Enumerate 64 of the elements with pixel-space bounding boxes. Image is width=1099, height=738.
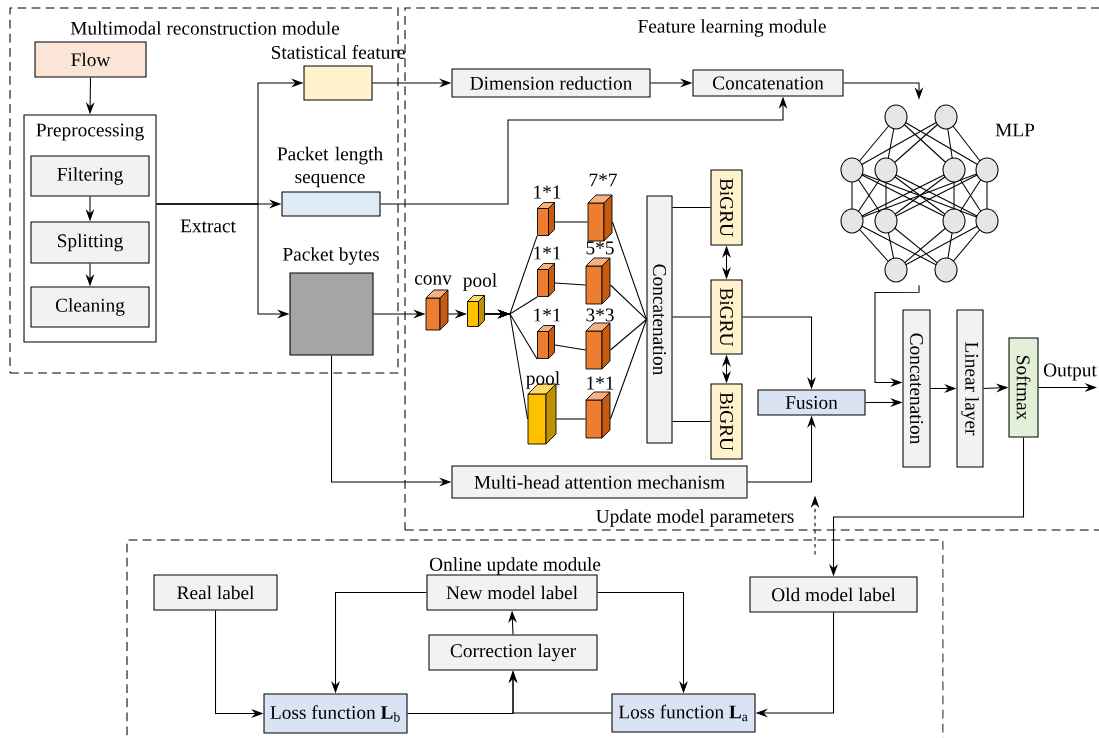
- layer-bar: BiGRU: [710, 279, 743, 355]
- node-caption: pool: [463, 273, 497, 291]
- connector-line: [672, 206, 711, 209]
- process-box: Flow: [34, 41, 147, 78]
- process-box: Correction layer: [428, 634, 598, 671]
- process-box: Old model label: [749, 576, 918, 613]
- feature-map-cube: [537, 202, 555, 236]
- layer-bar: BiGRU: [710, 169, 743, 246]
- process-box: Loss function L$_{b}$: [263, 693, 408, 734]
- connector-line: [555, 418, 587, 420]
- process-box: Filtering: [30, 155, 150, 197]
- layer-bar: Concatenation: [902, 309, 931, 468]
- data-title: Packet length sequence: [277, 146, 383, 188]
- process-box: Real label: [153, 574, 278, 611]
- connector-line: [609, 318, 647, 420]
- process-box: Splitting: [30, 221, 150, 264]
- arrow: [874, 284, 920, 387]
- node-caption: 1*1: [534, 185, 561, 199]
- node-caption: 7*7: [589, 173, 617, 187]
- arrow: [484, 309, 529, 420]
- data-title: Packet bytes: [283, 247, 379, 265]
- layer-bar: Linear layer: [956, 309, 984, 468]
- layer-bar: Concatenation: [646, 195, 673, 444]
- edge-label: Output: [1041, 361, 1099, 383]
- process-box: Cleaning: [30, 286, 150, 328]
- node-caption: 1*1: [534, 308, 561, 322]
- process-box: Fusion: [757, 389, 866, 416]
- feature-map-cube: [585, 257, 611, 305]
- process-box: Loss function L$_{a}$: [611, 693, 756, 733]
- node-caption: pool: [526, 371, 560, 389]
- module-title: Feature learning module: [638, 19, 826, 37]
- layer-bar: Softmax: [1008, 337, 1039, 438]
- data-title: Statistical feature: [271, 45, 405, 59]
- node-caption: 1*1: [534, 246, 561, 260]
- connector-line: [554, 282, 587, 286]
- edge-label: Update model parameters: [593, 507, 797, 529]
- connector-line: [611, 221, 647, 320]
- module-title: Multimodal reconstruction module: [70, 21, 340, 35]
- node-caption: MLP: [995, 123, 1035, 137]
- process-box: Dimension reduction: [451, 68, 651, 98]
- node-caption: 1*1: [587, 376, 614, 390]
- layer-bar: BiGRU: [710, 383, 743, 460]
- connector-line: [609, 318, 647, 351]
- node-caption: 3*3: [586, 308, 614, 322]
- connector-line: [554, 221, 589, 223]
- node-caption: 5*5: [586, 241, 614, 255]
- feature-map-cube: [585, 322, 611, 370]
- connector-line: [672, 420, 711, 423]
- feature-map-cube: [587, 194, 613, 242]
- feature-map-cube: [467, 295, 485, 327]
- node-caption: conv: [414, 275, 452, 285]
- text-label: Extract: [180, 219, 236, 233]
- group-title: Preprocessing: [36, 123, 144, 141]
- connector-line: [672, 316, 711, 318]
- process-box: Concatenation: [692, 69, 844, 97]
- process-box: Multi-head attention mechanism: [451, 465, 748, 499]
- connector-line: [609, 284, 647, 320]
- process-box: New model label: [426, 574, 598, 611]
- connector-line: [554, 344, 587, 351]
- feature-map-cube: [537, 325, 555, 359]
- feature-map-cube: [537, 263, 555, 297]
- feature-map-cube: [585, 391, 611, 439]
- module-title: Online update module: [429, 557, 601, 575]
- feature-map-cube: [425, 289, 449, 331]
